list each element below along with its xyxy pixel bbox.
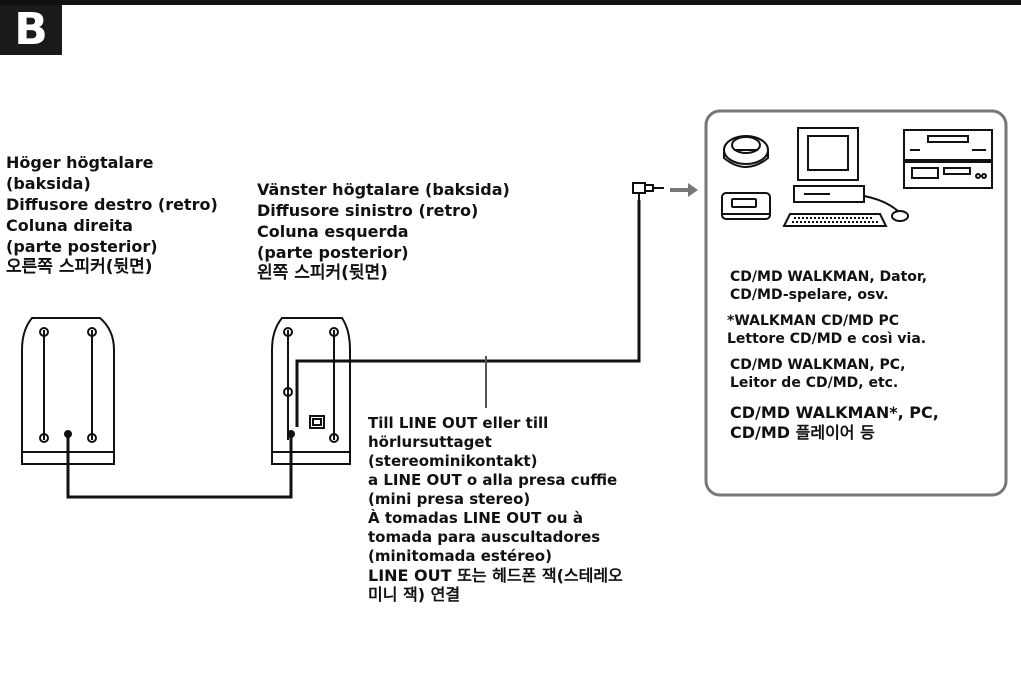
jack-label-line: À tomadas LINE OUT ou à	[368, 509, 583, 527]
source-caption-portuguese: CD/MD WALKMAN, PC, Leitor de CD/MD, etc.	[730, 356, 905, 392]
cd-md-player-icon	[903, 129, 993, 189]
jack-label-line: 미니 잭) 연결	[368, 585, 461, 604]
right-speaker-label-line: Coluna direita	[6, 216, 133, 235]
right-speaker-back	[21, 317, 115, 465]
stereo-mini-plug-icon	[632, 182, 664, 200]
jack-label-line: (mini presa stereo)	[368, 490, 531, 508]
source-caption-italian: *WALKMAN CD/MD PC Lettore CD/MD e così v…	[727, 312, 926, 348]
source-caption-line: Lettore CD/MD e così via.	[727, 331, 927, 347]
source-caption-line: *WALKMAN CD/MD PC	[727, 313, 900, 329]
jack-label-line: (minitomada estéreo)	[368, 547, 552, 565]
source-caption-line: CD/MD-spelare, osv.	[730, 287, 889, 303]
right-speaker-label-line: (parte posterior)	[6, 237, 158, 256]
jack-label-line: a LINE OUT o alla presa cuffie	[368, 471, 618, 489]
right-speaker-label: Höger högtalare (baksida) Diffusore dest…	[6, 152, 218, 278]
right-speaker-label-line: (baksida)	[6, 174, 91, 193]
left-speaker-label-line: 왼쪽 스피커(뒷면)	[257, 263, 388, 283]
source-caption-swedish: CD/MD WALKMAN, Dator, CD/MD-spelare, osv…	[730, 268, 927, 304]
left-speaker-label-line: Vänster högtalare (baksida)	[257, 180, 510, 199]
personal-computer-icon	[782, 127, 909, 227]
right-speaker-label-line: Höger högtalare	[6, 153, 154, 172]
jack-label-line: hörlursuttaget	[368, 433, 492, 451]
md-walkman-icon	[721, 192, 771, 220]
left-speaker-label-line: Diffusore sinistro (retro)	[257, 201, 479, 220]
source-caption-line: Leitor de CD/MD, etc.	[730, 375, 899, 391]
jack-label-line: (stereominikontakt)	[368, 452, 538, 470]
connection-arrow	[670, 183, 698, 197]
source-caption-korean: CD/MD WALKMAN*, PC, CD/MD 플레이어 등	[730, 403, 939, 443]
source-device-box	[704, 109, 1008, 497]
right-speaker-label-line: Diffusore destro (retro)	[6, 195, 218, 214]
cd-walkman-icon	[723, 135, 769, 168]
jack-label-line: Till LINE OUT eller till	[368, 414, 549, 432]
top-rule	[0, 0, 1021, 5]
left-speaker-label-line: Coluna esquerda	[257, 222, 409, 241]
source-caption-line: CD/MD WALKMAN, Dator,	[730, 269, 928, 285]
speaker-link-cable	[66, 436, 293, 499]
source-caption-line: CD/MD 플레이어 등	[730, 423, 875, 442]
left-speaker-label: Vänster högtalare (baksida) Diffusore si…	[257, 179, 510, 284]
jack-label-line: LINE OUT 또는 헤드폰 잭(스테레오	[368, 566, 623, 585]
signal-cable	[295, 200, 641, 427]
jack-connection-label: Till LINE OUT eller till hörlursuttaget …	[368, 414, 623, 604]
right-speaker-label-line: 오른쪽 스피커(뒷면)	[6, 257, 153, 277]
jack-label-line: tomada para auscultadores	[368, 528, 601, 546]
left-speaker-back	[271, 317, 351, 465]
left-speaker-label-line: (parte posterior)	[257, 243, 409, 262]
source-caption-line: CD/MD WALKMAN, PC,	[730, 357, 906, 373]
section-letter-badge: B	[0, 5, 62, 55]
source-caption-line: CD/MD WALKMAN*, PC,	[730, 403, 939, 422]
